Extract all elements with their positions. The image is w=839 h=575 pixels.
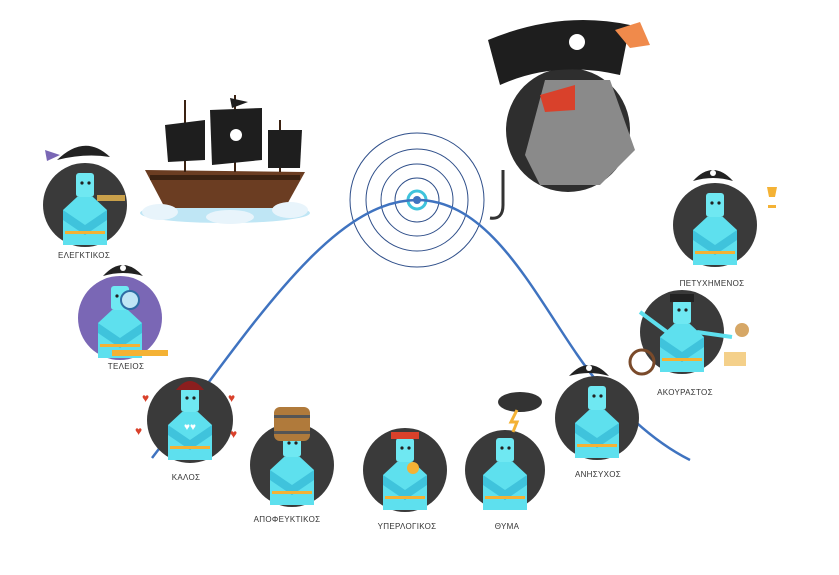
pirate-captain-illustration bbox=[488, 20, 650, 220]
character-elegktikos bbox=[43, 145, 127, 247]
label-anisyxos: ΑΝΗΣΥΧΟΣ bbox=[574, 470, 622, 479]
svg-text:♥: ♥ bbox=[142, 391, 149, 405]
svg-text:♥: ♥ bbox=[230, 427, 237, 441]
svg-text:♥: ♥ bbox=[135, 424, 142, 438]
character-akourastos bbox=[628, 290, 749, 376]
label-kalos: ΚΑΛΟΣ bbox=[171, 473, 201, 482]
svg-text:♥♥: ♥♥ bbox=[184, 422, 196, 433]
character-apofeyktikos bbox=[250, 407, 334, 507]
label-teleios: ΤΕΛΕΙΟΣ bbox=[107, 362, 145, 371]
svg-text:♥: ♥ bbox=[228, 391, 235, 405]
character-anisyxos bbox=[555, 365, 639, 460]
character-thyma bbox=[465, 392, 545, 510]
character-teleios bbox=[78, 265, 168, 360]
label-thyma: ΘΥΜΑ bbox=[494, 522, 520, 531]
label-petyximenos: ΠΕΤΥΧΗΜΕΝΟΣ bbox=[679, 279, 745, 288]
label-yperlogikos: ΥΠΕΡΛΟΓΙΚΟΣ bbox=[377, 522, 437, 531]
pirate-ship-illustration bbox=[140, 95, 310, 224]
character-petyximenos bbox=[673, 170, 777, 267]
character-kalos: ♥♥♥♥♥♥ bbox=[135, 377, 237, 463]
character-yperlogikos bbox=[363, 428, 447, 512]
label-akourastos: ΑΚΟΥΡΑΣΤΟΣ bbox=[657, 388, 713, 397]
label-apofeyktikos: ΑΠΟΦΕΥΚΤΙΚΟΣ bbox=[253, 515, 321, 524]
label-elegktikos: ΕΛΕΓΚΤΙΚΟΣ bbox=[57, 251, 111, 260]
